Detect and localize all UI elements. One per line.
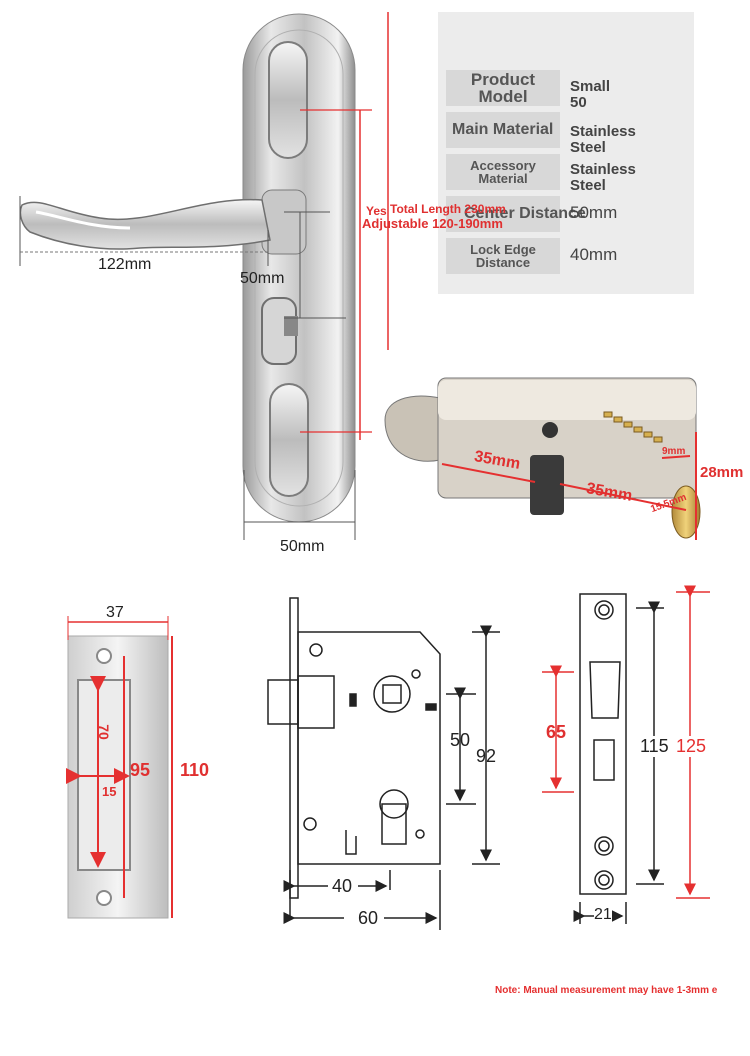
lock-center-label: 50 [450, 730, 471, 750]
spec-label-lock-edge: Lock Edge Distance [446, 238, 560, 274]
lock-backset-label: 40 [332, 876, 353, 896]
face-opening-label: 65 [546, 722, 567, 742]
spec-label-center: Center Distance [446, 196, 586, 232]
spec-value-center: 50mm [570, 203, 618, 222]
top-slot [268, 41, 308, 159]
spec-value-accessory: Stainless Steel [570, 161, 636, 194]
strike-hole-spacing-label: 95 [130, 760, 151, 780]
cylinder-illustration [384, 377, 701, 540]
strike-inner-width-label: 15 [102, 784, 117, 799]
spec-table: Product Model Small 50 Main Material Sta… [438, 12, 694, 294]
center-distance-label: 50mm [240, 270, 285, 287]
lock-width-label: 60 [358, 908, 379, 928]
spec-label-accessory: Accessory Material [446, 154, 560, 190]
strike-inner-height-label: 70 [95, 724, 112, 740]
handle-illustration [19, 12, 701, 540]
handle-length-label: 122mm [98, 256, 152, 273]
face-height-label: 125 [676, 736, 707, 757]
spec-value-material: Stainless Steel [570, 123, 636, 156]
face-width-label: 21 [594, 906, 612, 924]
strike-width-label: 37 [106, 604, 124, 621]
spec-value-lock-edge: 40mm [570, 245, 618, 264]
face-hole-spacing-label: 115 [640, 736, 669, 757]
strike-height-label: 110 [180, 760, 210, 780]
adjustable-label: Adjustable 120-190mm [362, 216, 503, 231]
lever-handle [19, 198, 271, 250]
yes-label: Yes [366, 204, 387, 218]
total-length-label: Total Length 230mm [390, 202, 506, 216]
technical-drawings [66, 585, 710, 930]
spec-label-model: Product Model [446, 70, 560, 106]
strike-plate-drawing [66, 616, 173, 919]
face-plate-drawing [573, 593, 664, 924]
plate-width-label: 50mm [280, 538, 325, 555]
measurement-note: Note: Manual measurement may have 1-3mm … [495, 985, 718, 996]
cylinder-small-label: 9mm [662, 446, 686, 457]
spec-value-model: Small 50 [570, 78, 611, 111]
spec-label-material: Main Material [446, 112, 560, 148]
lock-height-label: 92 [476, 746, 497, 766]
bottom-slot [269, 383, 309, 497]
lock-body-drawing [267, 597, 500, 930]
cylinder-height-label: 28mm [700, 464, 744, 481]
